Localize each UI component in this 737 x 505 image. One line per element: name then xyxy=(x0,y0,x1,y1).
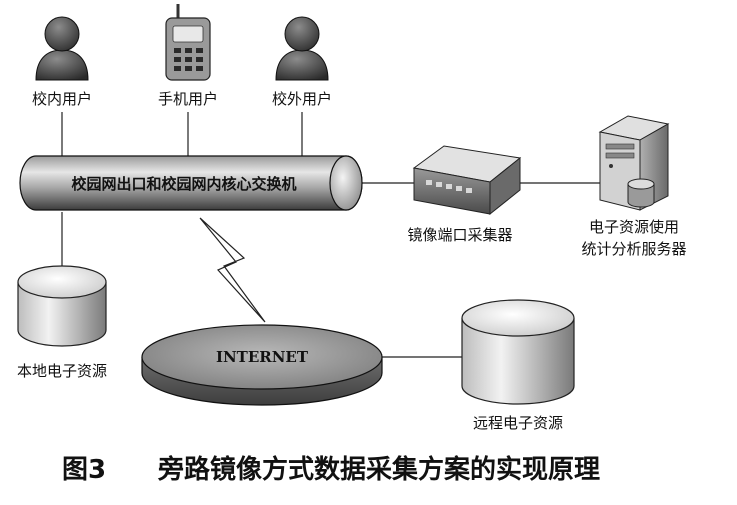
local-resources-label: 本地电子资源 xyxy=(17,362,107,380)
internet-label: INTERNET xyxy=(216,348,309,366)
offcampus-user-person-icon xyxy=(275,16,329,81)
mobile-user-label: 手机用户 xyxy=(158,90,218,108)
figure-number: 图3 xyxy=(62,455,106,485)
stats-server-label-line2: 统计分析服务器 xyxy=(581,240,686,258)
mobile-phone-icon xyxy=(165,4,211,81)
core-switch-label: 校园网出口和校园网内核心交换机 xyxy=(71,175,296,193)
mirror-collector-appliance-icon xyxy=(412,145,522,216)
figure-title: 旁路镜像方式数据采集方案的实现原理 xyxy=(157,454,600,485)
local-resources-database-icon xyxy=(17,265,107,347)
campus-user-person-icon xyxy=(35,16,89,81)
core-switch-pipe-icon xyxy=(19,155,363,211)
stats-server-label-line1: 电子资源使用 xyxy=(589,218,679,236)
campus-user-label: 校内用户 xyxy=(32,90,92,108)
remote-resources-database-icon xyxy=(461,299,575,405)
mirror-collector-label: 镜像端口采集器 xyxy=(407,226,512,244)
lightning-link-icon xyxy=(199,217,266,323)
remote-resources-label: 远程电子资源 xyxy=(473,414,563,432)
stats-server-tower-icon xyxy=(598,115,670,211)
internet-cloud-disc-icon xyxy=(141,324,383,406)
offcampus-user-label: 校外用户 xyxy=(272,90,332,108)
connection-lines xyxy=(61,112,600,358)
